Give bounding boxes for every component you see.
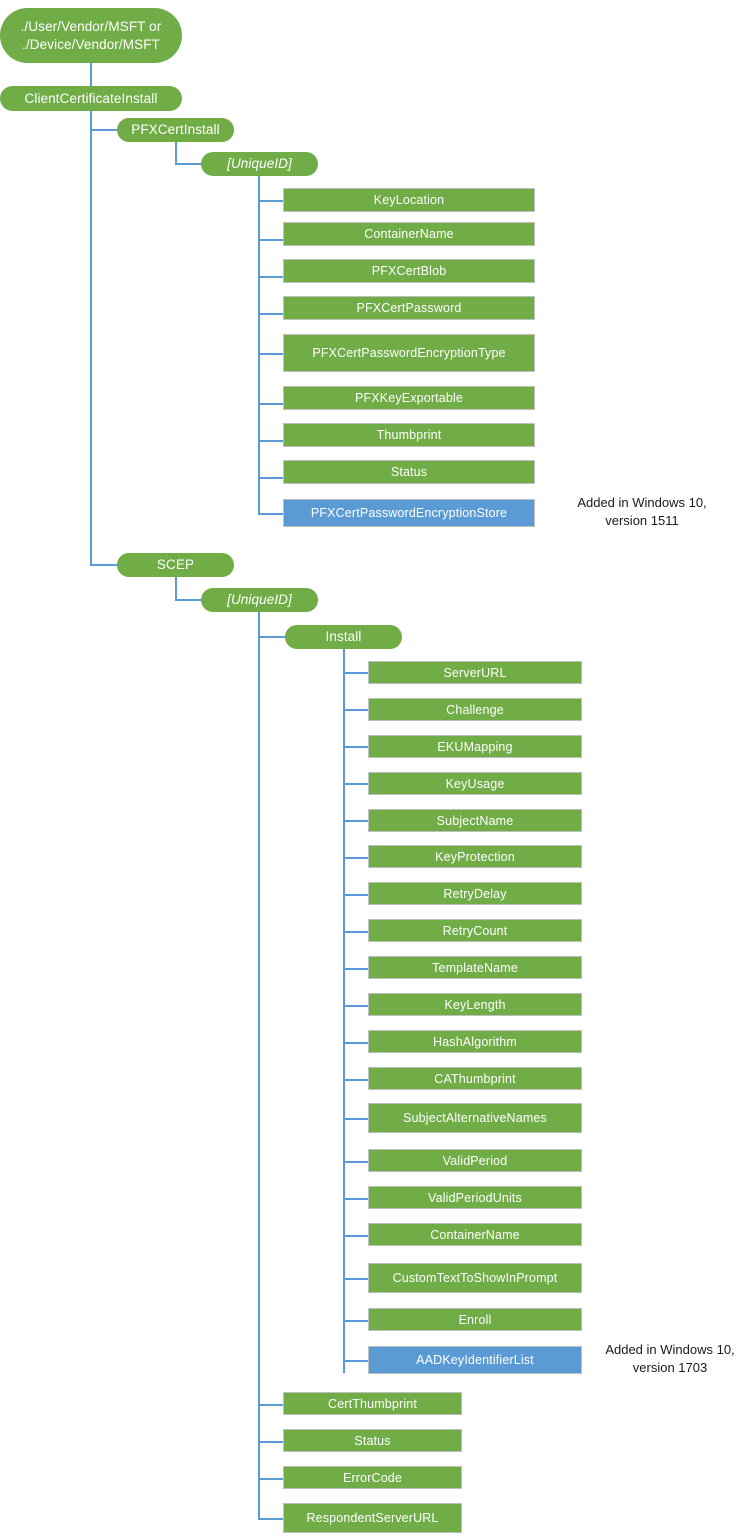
node-keylocation[interactable]: KeyLocation bbox=[283, 188, 535, 212]
connector-leaf-thumbprint bbox=[258, 440, 285, 442]
node-enroll[interactable]: Enroll bbox=[368, 1308, 582, 1331]
connector-leaf-errorcode bbox=[258, 1478, 285, 1480]
node-containername-pfx[interactable]: ContainerName bbox=[283, 222, 535, 246]
connector-leaf-keyprotection bbox=[343, 857, 370, 859]
node-certthumbprint[interactable]: CertThumbprint bbox=[283, 1392, 462, 1415]
node-subjectalternativenames[interactable]: SubjectAlternativeNames bbox=[368, 1103, 582, 1133]
node-thumbprint[interactable]: Thumbprint bbox=[283, 423, 535, 447]
node-keyusage[interactable]: KeyUsage bbox=[368, 772, 582, 795]
node-hashalgorithm[interactable]: HashAlgorithm bbox=[368, 1030, 582, 1053]
connector-elbow-to-scep bbox=[90, 564, 118, 566]
connector-leaf-pfxcertpassword bbox=[258, 313, 285, 315]
connector-scep-to-uniqueid bbox=[175, 577, 177, 600]
annotation-added-windows-10-1703: Added in Windows 10, version 1703 bbox=[605, 1342, 735, 1375]
connector-leaf-retrydelay bbox=[343, 894, 370, 896]
connector-leaf-status-scep bbox=[258, 1441, 285, 1443]
node-keylength[interactable]: KeyLength bbox=[368, 993, 582, 1016]
node-pfxcertpasswordencryptionstore[interactable]: PFXCertPasswordEncryptionStore bbox=[283, 499, 535, 527]
connector-leaf-retrycount bbox=[343, 931, 370, 933]
node-cathumbprint[interactable]: CAThumbprint bbox=[368, 1067, 582, 1090]
connector-leaf-hashalgorithm bbox=[343, 1042, 370, 1044]
connector-leaf-keylength bbox=[343, 1005, 370, 1007]
node-validperiodunits[interactable]: ValidPeriodUnits bbox=[368, 1186, 582, 1209]
connector-leaf-subjectalternativenames bbox=[343, 1118, 370, 1120]
node-templatename[interactable]: TemplateName bbox=[368, 956, 582, 979]
connector-leaf-serverurl bbox=[343, 672, 370, 674]
connector-trunk-scep-uniqueid-children bbox=[258, 612, 260, 1518]
connector-trunk-clientcertificateinstall bbox=[90, 111, 92, 566]
node-retrydelay[interactable]: RetryDelay bbox=[368, 882, 582, 905]
connector-leaf-validperiod bbox=[343, 1161, 370, 1163]
connector-leaf-keyusage bbox=[343, 783, 370, 785]
node-root-vendor-path[interactable]: ./User/Vendor/MSFT or ./Device/Vendor/MS… bbox=[0, 8, 182, 63]
connector-trunk-install-children bbox=[343, 648, 345, 1373]
node-challenge[interactable]: Challenge bbox=[368, 698, 582, 721]
connector-leaf-aadkeyidentifierlist bbox=[343, 1360, 370, 1362]
connector-leaf-subjectname bbox=[343, 820, 370, 822]
connector-leaf-pfxcertpasswordencryptiontype bbox=[258, 353, 285, 355]
connector-leaf-challenge bbox=[343, 709, 370, 711]
connector-leaf-respondentserverurl bbox=[258, 1518, 285, 1520]
node-subjectname[interactable]: SubjectName bbox=[368, 809, 582, 832]
node-pfxkeyexportable[interactable]: PFXKeyExportable bbox=[283, 386, 535, 410]
connector-pfxcertinstall-to-uniqueid bbox=[175, 141, 177, 164]
node-validperiod[interactable]: ValidPeriod bbox=[368, 1149, 582, 1172]
connector-elbow-pfxcertinstall-uniqueid bbox=[175, 163, 203, 165]
node-pfxcertpasswordencryptiontype[interactable]: PFXCertPasswordEncryptionType bbox=[283, 334, 535, 372]
node-scep-uniqueid[interactable]: [UniqueID] bbox=[201, 588, 318, 612]
node-serverurl[interactable]: ServerURL bbox=[368, 661, 582, 684]
connector-leaf-pfxcertpasswordencryptionstore bbox=[258, 513, 285, 515]
connector-leaf-cathumbprint bbox=[343, 1079, 370, 1081]
node-install[interactable]: Install bbox=[285, 625, 402, 649]
node-status-pfx[interactable]: Status bbox=[283, 460, 535, 484]
connector-leaf-customtexttoshowinprompt bbox=[343, 1278, 370, 1280]
connector-elbow-scep-uniqueid bbox=[175, 599, 203, 601]
node-keyprotection[interactable]: KeyProtection bbox=[368, 845, 582, 868]
connector-leaf-validperiodunits bbox=[343, 1198, 370, 1200]
connector-leaf-ekumapping bbox=[343, 746, 370, 748]
connector-leaf-certthumbprint bbox=[258, 1404, 285, 1406]
connector-elbow-to-pfxcertinstall bbox=[90, 129, 118, 131]
connector-leaf-containername-pfx bbox=[258, 239, 285, 241]
node-pfxcertinstall[interactable]: PFXCertInstall bbox=[117, 118, 234, 142]
connector-elbow-to-install bbox=[258, 636, 286, 638]
connector-leaf-enroll bbox=[343, 1320, 370, 1322]
node-pfxcertinstall-uniqueid[interactable]: [UniqueID] bbox=[201, 152, 318, 176]
node-ekumapping[interactable]: EKUMapping bbox=[368, 735, 582, 758]
connector-trunk-pfx-uniqueid-children bbox=[258, 176, 260, 514]
node-respondentserverurl[interactable]: RespondentServerURL bbox=[283, 1503, 462, 1533]
node-clientcertificateinstall[interactable]: ClientCertificateInstall bbox=[0, 86, 182, 111]
connector-leaf-pfxcertblob bbox=[258, 276, 285, 278]
connector-leaf-templatename bbox=[343, 968, 370, 970]
connector-root-to-clientcertificateinstall bbox=[90, 62, 92, 87]
node-pfxcertblob[interactable]: PFXCertBlob bbox=[283, 259, 535, 283]
annotation-added-windows-10-1511: Added in Windows 10, version 1511 bbox=[577, 495, 707, 528]
connector-leaf-pfxkeyexportable bbox=[258, 403, 285, 405]
node-customtexttoshowinprompt[interactable]: CustomTextToShowInPrompt bbox=[368, 1263, 582, 1293]
node-containername-scep[interactable]: ContainerName bbox=[368, 1223, 582, 1246]
node-retrycount[interactable]: RetryCount bbox=[368, 919, 582, 942]
node-scep[interactable]: SCEP bbox=[117, 553, 234, 577]
node-aadkeyidentifierlist[interactable]: AADKeyIdentifierList bbox=[368, 1346, 582, 1374]
connector-leaf-status-pfx bbox=[258, 477, 285, 479]
node-errorcode[interactable]: ErrorCode bbox=[283, 1466, 462, 1489]
node-pfxcertpassword[interactable]: PFXCertPassword bbox=[283, 296, 535, 320]
connector-leaf-containername-scep bbox=[343, 1235, 370, 1237]
connector-leaf-keylocation bbox=[258, 200, 285, 202]
node-status-scep[interactable]: Status bbox=[283, 1429, 462, 1452]
